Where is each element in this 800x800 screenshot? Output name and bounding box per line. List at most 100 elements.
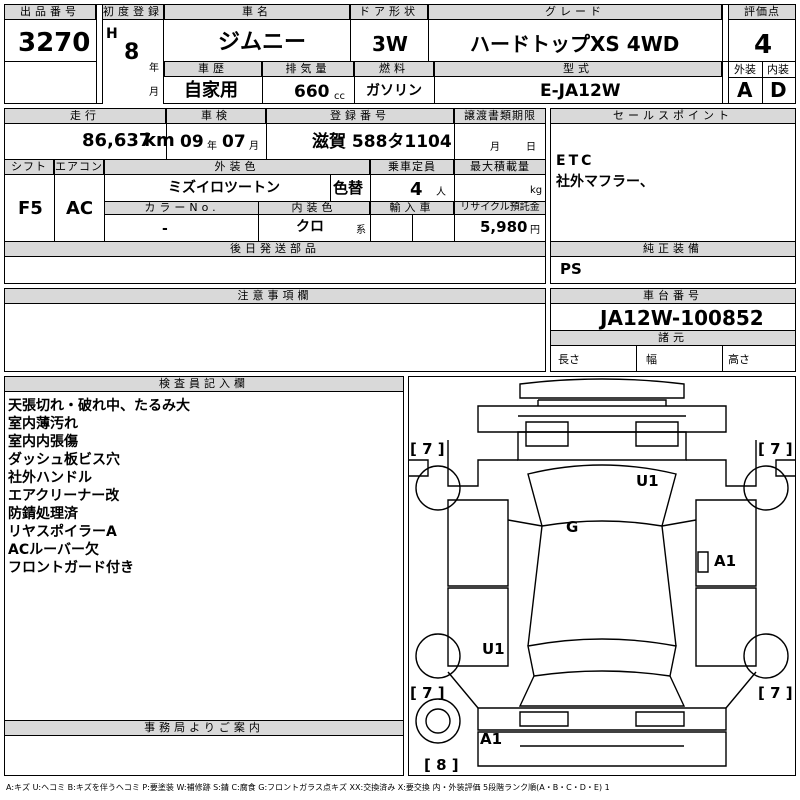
chassis-label: 車台番号 [550,288,796,304]
fuel-label: 燃料 [354,61,434,77]
tire-rear-right: [ 7 ] [758,684,793,702]
import-label: 輸入車 [370,201,454,215]
damage-mark-u1-left: U1 [482,640,505,658]
inspection-month-unit: 月 [249,141,259,152]
door-label: ドア形状 [350,4,428,20]
tire-front-left: [ 7 ] [410,440,445,458]
interior-color: クロ [296,219,324,235]
note-line: 室内内張傷 [8,434,78,450]
note-line: ダッシュ板ビス穴 [8,452,120,468]
model-label: 型式 [434,61,722,77]
specs-label: 諸元 [550,330,796,346]
inspection-year: 09 [180,132,204,152]
grade-label: グレード [428,4,722,20]
note-line: 社外ハンドル [8,470,92,486]
inspector-box [4,376,404,776]
lot-number: 3270 [18,28,91,58]
month-unit: 月 [149,87,159,98]
genuine: PS [560,260,582,278]
first-reg-label: 初度登録 [102,4,164,20]
first-reg-box [102,20,164,104]
year-unit: 年 [149,63,159,74]
interior-color-unit: 系 [356,225,366,236]
exterior-grade: A [737,78,753,102]
mileage: 86,637 [82,130,152,151]
lot-label: 出品番号 [4,4,96,20]
sales-point-box [550,108,796,284]
mileage-label: 走行 [4,108,166,124]
note-line: 天張切れ・破れ中、たるみ大 [8,398,190,414]
reg-year: 8 [124,40,140,65]
car-diagram-box [408,376,796,776]
shift: F5 [18,198,43,219]
fuel: ガソリン [366,83,422,99]
sales-label: セールスポイント [550,108,796,124]
damage-mark-a1-bottom: A1 [480,730,502,748]
inspection-label: 車検 [166,108,266,124]
capacity: 4 [410,179,423,200]
exterior-label: 外装 [734,63,756,76]
color-no: - [162,221,168,237]
office-label: 事務局よりご案内 [4,720,404,736]
transfer-day-unit: 日 [526,142,536,153]
displacement: 660 [294,82,330,102]
model: E-JA12W [540,81,621,101]
tire-rear-left: [ 7 ] [410,684,445,702]
color: ミズイロツートン [168,180,280,196]
car-name: ジムニー [218,30,307,55]
length-label: 長さ [558,353,580,366]
note-line: フロントガード付き [8,560,134,576]
inspection-month: 07 [222,132,246,152]
ac: AC [66,198,94,219]
interior-grade: D [770,78,787,102]
displacement-label: 排気量 [262,61,354,77]
chassis: JA12W-100852 [600,306,764,330]
max-load-unit: kg [530,185,543,196]
recycle: 5,980 [480,218,528,236]
note-line: エアクリーナー改 [8,488,120,504]
damage-mark-u1-roof: U1 [636,472,659,490]
legend: A:キズ U:ヘコミ B:キズを伴うヘコミ P:要塗装 W:補修跡 S:錆 C:… [6,783,610,792]
color-label: 外装色 [104,159,370,175]
color-change: 色替 [333,179,364,197]
width-label: 幅 [646,353,657,366]
inspector-notes: 天張切れ・破れ中、たるみ大 室内薄汚れ 室内内張傷 ダッシュ板ビス穴 社外ハンド… [8,397,190,577]
capacity-label: 乗車定員 [370,159,454,175]
sales-line-2: 社外マフラー、 [556,174,654,190]
note-line: リヤスポイラーA [8,524,117,540]
tire-front-right: [ 7 ] [758,440,793,458]
score: 4 [754,30,773,60]
transfer-label: 譲渡書類期限 [454,108,546,124]
capacity-unit: 人 [436,187,446,198]
shift-label: シフト [4,159,54,175]
plate: 滋賀 588タ1104 [312,132,452,152]
genuine-label: 純正装備 [550,241,796,257]
recycle-unit: 円 [530,225,540,236]
door-type: 3W [372,32,408,56]
ac-label: エアコン [54,159,104,175]
interior-label: 内装 [767,63,789,76]
recycle-label: リサイクル預託金 [454,201,546,215]
history-label: 車歴 [164,61,262,77]
era: H [106,26,118,42]
height-label: 高さ [728,353,750,366]
damage-mark-g: G [566,518,578,536]
note-line: ACルーバー欠 [8,542,99,558]
sales-line-1: ETC [556,153,595,169]
mileage-unit: km [144,130,175,151]
max-load-label: 最大積載量 [454,159,546,175]
history: 自家用 [184,80,238,101]
damage-mark-a1-right: A1 [714,552,736,570]
car-diagram: [ 7 ] [ 7 ] [ 7 ] [ 7 ] [ 8 ] U1 G A1 U1… [408,378,796,774]
note-line: 防錆処理済 [8,506,78,522]
notes-label: 注意事項欄 [4,288,546,304]
note-line: 室内薄汚れ [8,416,78,432]
interior-color-label: 内装色 [258,201,370,215]
spare-tire: [ 8 ] [424,756,459,774]
transfer-month-unit: 月 [490,142,500,153]
name-label: 車名 [164,4,350,20]
score-label: 評価点 [728,4,796,20]
inspector-label: 検査員記入欄 [4,376,404,392]
later-parts-label: 後日発送部品 [4,241,546,257]
displacement-unit: cc [334,91,345,102]
